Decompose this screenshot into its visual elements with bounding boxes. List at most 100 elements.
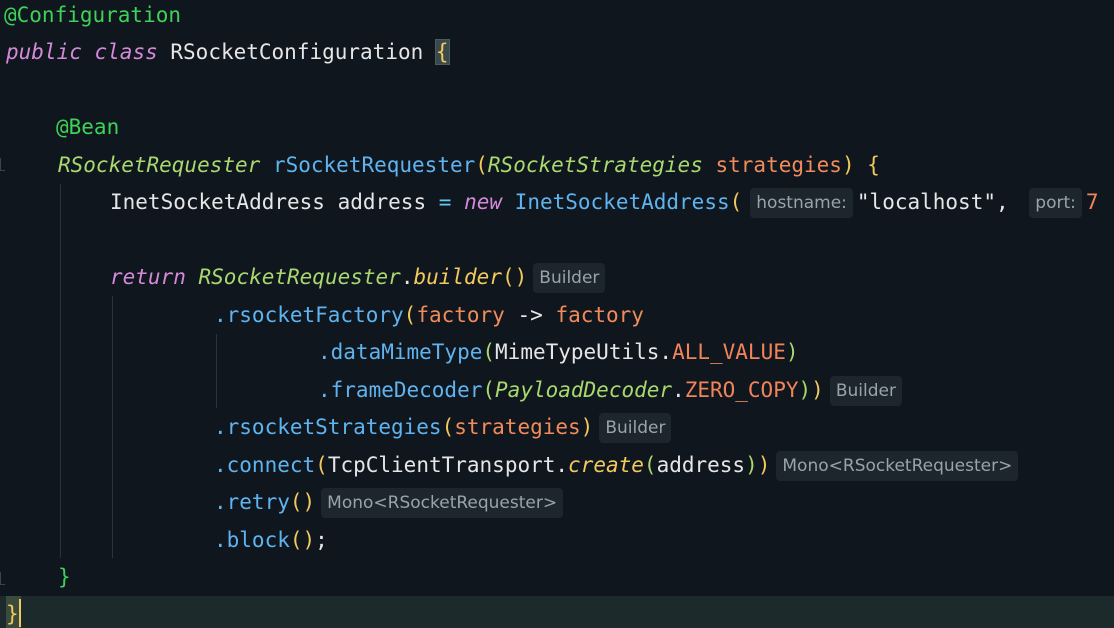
number-literal: 7 xyxy=(1085,190,1099,214)
constant: ZERO_COPY xyxy=(684,378,799,402)
keyword-new: new xyxy=(464,190,503,214)
close-brace: } xyxy=(58,565,71,589)
text-cursor xyxy=(18,599,21,627)
close-paren: ) xyxy=(811,378,824,402)
method-signature: RSocketRequester rSocketRequester(RSocke… xyxy=(58,147,880,184)
code-line-11[interactable]: .frameDecoder(PayloadDecoder.ZERO_COPY))… xyxy=(0,372,1114,409)
open-brace: { xyxy=(867,153,880,177)
chain-call: .retry()Mono<RSocketRequester> xyxy=(214,484,564,521)
constructor-name: InetSocketAddress xyxy=(514,190,730,214)
type-hint: Builder xyxy=(533,263,606,293)
class-ref: MimeTypeUtils xyxy=(495,340,660,364)
code-line-14[interactable]: .retry()Mono<RSocketRequester> xyxy=(0,484,1114,521)
fold-marker[interactable] xyxy=(0,572,5,585)
close-paren: ) xyxy=(757,453,771,477)
close-paren: ) xyxy=(798,378,812,402)
keyword-public: public xyxy=(6,40,82,64)
matched-brace: } xyxy=(6,596,21,628)
keyword-return: return xyxy=(110,265,186,289)
static-method-call: create xyxy=(568,453,644,477)
chain-call: .rsocketFactory(factory -> factory xyxy=(214,297,644,334)
indent-guide xyxy=(112,296,113,558)
annotation: @Configuration xyxy=(4,3,182,27)
code-line-2[interactable]: public class RSocketConfiguration { xyxy=(0,34,1114,71)
class-declaration: public class RSocketConfiguration { xyxy=(6,34,450,71)
matched-brace: { xyxy=(434,39,450,65)
open-paren: ( xyxy=(482,340,496,364)
lambda-param: factory xyxy=(416,303,505,327)
open-paren: ( xyxy=(643,453,657,477)
param-type: RSocketStrategies xyxy=(487,153,703,177)
open-paren: ( xyxy=(729,190,743,214)
type-hint: Builder xyxy=(829,376,902,406)
lambda-body-ref: factory xyxy=(555,303,644,327)
param-hint-hostname: hostname: xyxy=(750,188,853,218)
method-call: .connect xyxy=(214,453,316,477)
indent-guide xyxy=(60,184,61,558)
code-line-9[interactable]: .rsocketFactory(factory -> factory xyxy=(0,297,1114,334)
method-call: .rsocketStrategies xyxy=(214,415,442,439)
dot: . xyxy=(672,378,685,402)
indent-guide xyxy=(216,334,217,408)
code-line-13[interactable]: .connect(TcpClientTransport.create(addre… xyxy=(0,447,1114,484)
open-paren: ( xyxy=(482,378,496,402)
chain-call: .rsocketStrategies(strategies)Builder xyxy=(214,409,672,446)
code-line-10[interactable]: .dataMimeType(MimeTypeUtils.ALL_VALUE) xyxy=(0,334,1114,371)
type-hint: Mono<RSocketRequester> xyxy=(321,488,564,518)
chain-call: .block(); xyxy=(214,522,328,559)
close-paren: ) xyxy=(841,153,855,177)
open-paren: ( xyxy=(475,153,488,177)
parens: () xyxy=(501,265,528,289)
open-paren: ( xyxy=(441,415,455,439)
class-name: RSocketConfiguration xyxy=(170,40,424,64)
method-call: builder xyxy=(413,265,502,289)
class-ref: RSocketRequester xyxy=(198,265,401,289)
variable-name: address xyxy=(337,190,427,214)
argument: address xyxy=(656,453,746,477)
code-line-15[interactable]: .block(); xyxy=(0,522,1114,559)
dot: . xyxy=(400,265,414,289)
method-call: .rsocketFactory xyxy=(214,303,404,327)
argument: strategies xyxy=(454,415,581,439)
code-line-5[interactable]: RSocketRequester rSocketRequester(RSocke… xyxy=(0,147,1114,184)
chain-call: .frameDecoder(PayloadDecoder.ZERO_COPY))… xyxy=(318,372,902,409)
statement: InetSocketAddress address = new InetSock… xyxy=(110,184,1099,221)
code-line-16[interactable]: } xyxy=(0,559,1114,596)
open-paren: ( xyxy=(403,303,417,327)
method-call: .dataMimeType xyxy=(318,340,483,364)
code-line-8[interactable]: return RSocketRequester.builder()Builder xyxy=(0,259,1114,296)
type-hint: Builder xyxy=(599,413,672,443)
type-name: InetSocketAddress xyxy=(110,190,325,214)
close-paren: ) xyxy=(785,340,799,364)
code-line-1[interactable]: @Configuration xyxy=(0,0,1114,34)
dot: . xyxy=(659,340,673,364)
class-ref: TcpClientTransport xyxy=(327,453,556,477)
parens: () xyxy=(289,490,316,514)
operator: = xyxy=(438,190,452,214)
code-line-17-current[interactable]: } xyxy=(0,596,1114,628)
code-line-6[interactable]: InetSocketAddress address = new InetSock… xyxy=(0,184,1114,221)
statement: return RSocketRequester.builder()Builder xyxy=(110,259,606,296)
param-hint-port: port: xyxy=(1029,188,1082,218)
close-paren: ) xyxy=(745,453,758,477)
code-line-4[interactable]: @Bean xyxy=(0,109,1114,146)
dot: . xyxy=(555,453,569,477)
return-type: RSocketRequester xyxy=(58,153,261,177)
param-name: strategies xyxy=(715,153,842,177)
constant: ALL_VALUE xyxy=(672,340,786,364)
class-ref: PayloadDecoder xyxy=(495,378,673,402)
close-brace: } xyxy=(6,602,19,626)
method-call: .block xyxy=(214,528,290,552)
type-hint: Mono<RSocketRequester> xyxy=(776,451,1019,481)
semicolon: ; xyxy=(315,528,328,552)
code-line-12[interactable]: .rsocketStrategies(strategies)Builder xyxy=(0,409,1114,446)
string-literal: "localhost", xyxy=(856,190,1009,214)
fold-marker[interactable] xyxy=(0,158,5,171)
chain-call: .dataMimeType(MimeTypeUtils.ALL_VALUE) xyxy=(318,334,799,371)
chain-call: .connect(TcpClientTransport.create(addre… xyxy=(214,447,1019,484)
lambda-arrow: -> xyxy=(517,303,543,327)
method-call: .retry xyxy=(214,490,290,514)
parens: () xyxy=(289,528,316,552)
keyword-class: class xyxy=(94,40,158,64)
